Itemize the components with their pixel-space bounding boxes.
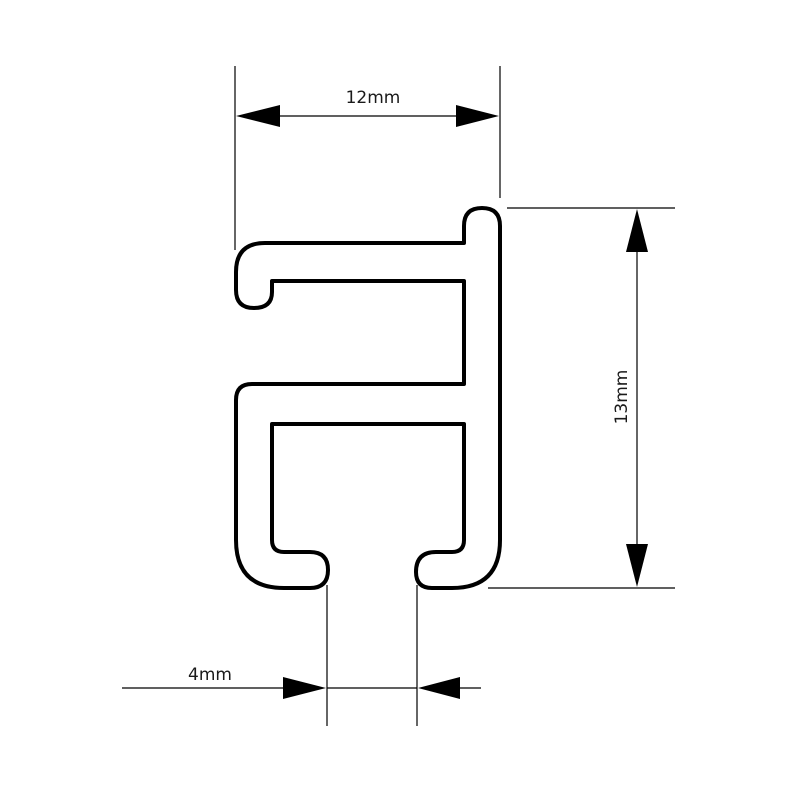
width-arrow-left <box>236 105 280 127</box>
slot-arrow-left <box>283 677 326 699</box>
slot-dimension-label: 4mm <box>188 665 232 685</box>
profile-outline <box>234 206 502 590</box>
slot-arrow-right <box>418 677 460 699</box>
height-dimension-label: 13mm <box>612 370 632 425</box>
width-dimension: 12mm <box>234 66 501 250</box>
slot-dimension: 4mm <box>122 585 481 726</box>
height-arrow-bottom <box>626 544 648 587</box>
height-arrow-top <box>626 209 648 252</box>
width-arrow-right <box>456 105 499 127</box>
width-dimension-label: 12mm <box>346 88 401 108</box>
height-dimension: 13mm <box>488 207 675 589</box>
